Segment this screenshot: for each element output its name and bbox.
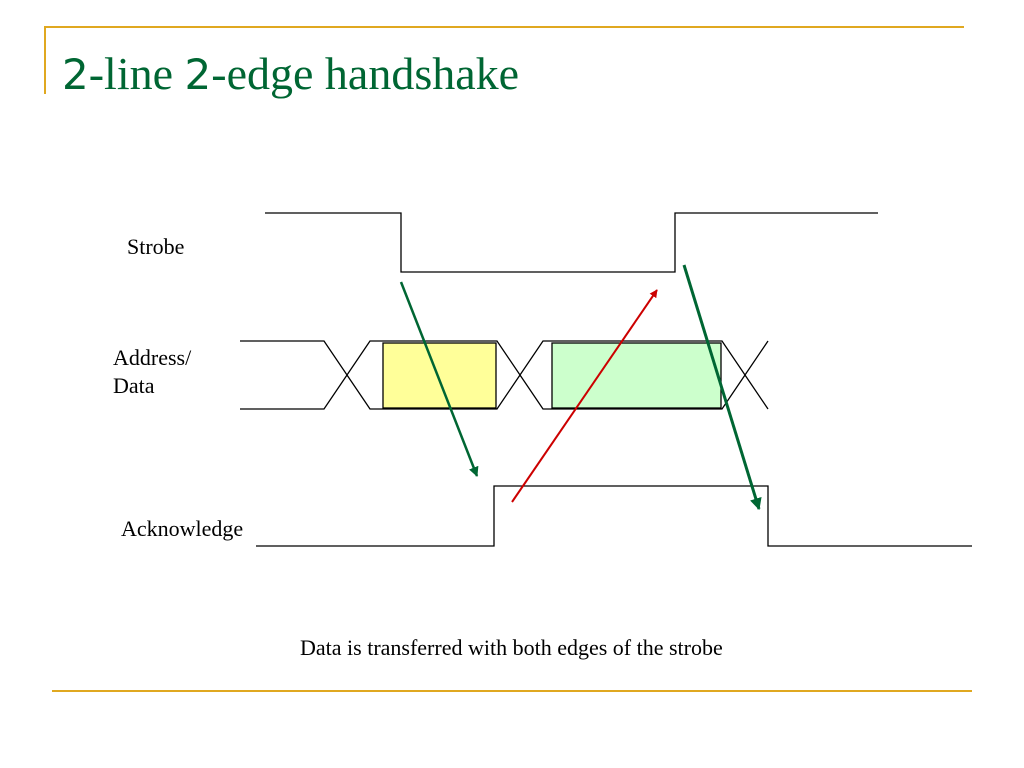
left-rule: [44, 26, 46, 94]
address-data-label: Address/Data: [113, 344, 191, 400]
bottom-rule: [52, 690, 972, 692]
strobe-rise-to-ack-arrow: [682, 264, 762, 511]
top-rule: [44, 26, 964, 28]
slide-title: 2-line 2-edge handshake: [62, 44, 519, 105]
title-number-1: 2: [62, 50, 89, 99]
strobe-fall-to-ack-arrow: [399, 281, 479, 477]
acknowledge-waveform: [256, 485, 972, 547]
address-bus-bottom-line: [240, 373, 769, 410]
strobe-waveform: [265, 212, 878, 273]
acknowledge-label: Acknowledge: [121, 516, 244, 541]
address-label-line-1: Address/: [113, 345, 192, 370]
title-number-2: 2: [184, 50, 212, 99]
title-text-1: -line: [88, 48, 185, 99]
data-valid-box-1: [382, 342, 497, 409]
address-label-line-2: Data: [113, 373, 155, 398]
ack-rise-to-strobe-arrow: [511, 289, 658, 503]
address-bus-top-line: [240, 340, 769, 377]
title-text-2: -edge handshake: [211, 48, 520, 99]
strobe-label: Strobe: [127, 234, 185, 259]
data-valid-box-2: [551, 342, 722, 409]
caption-text: Data is transferred with both edges of t…: [300, 635, 723, 660]
